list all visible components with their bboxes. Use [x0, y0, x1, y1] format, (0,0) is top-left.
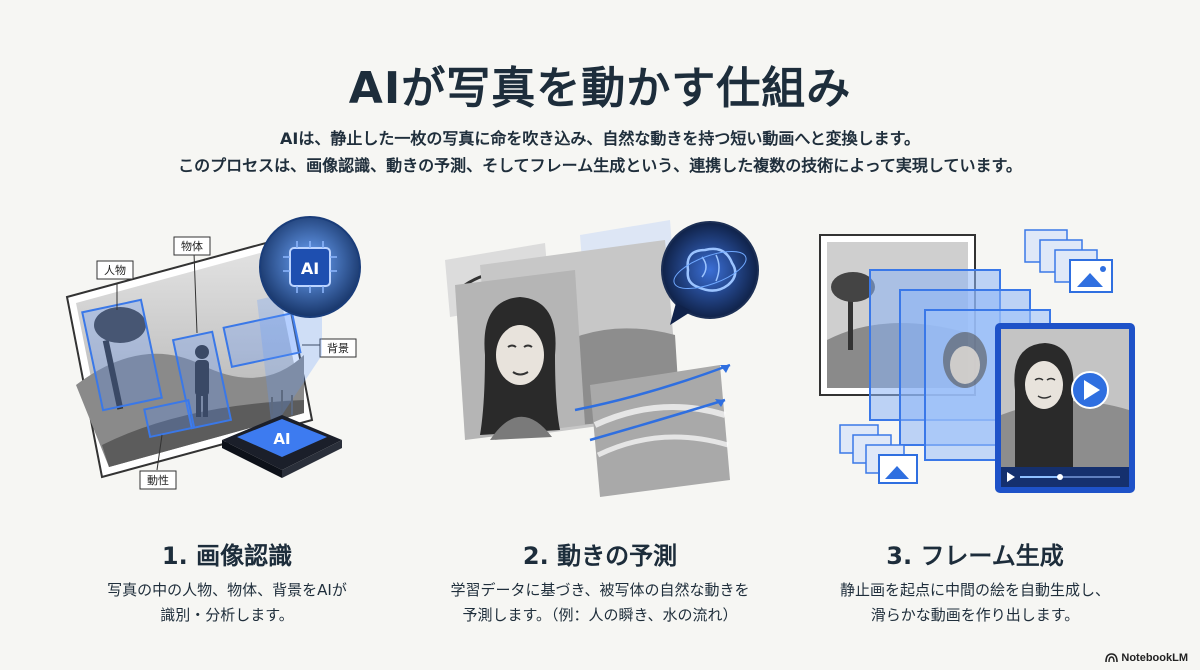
section-desc-recognition-line-1: 写真の中の人物、物体、背景をAIが: [107, 581, 347, 599]
section-desc-recognition-line-2: 識別・分析します。: [160, 606, 294, 624]
section-desc-prediction-line-1: 学習データに基づき、被写体の自然な動きを: [450, 581, 750, 599]
woman-portrait-icon: [943, 332, 987, 388]
notebooklm-logo-icon: [1105, 653, 1119, 663]
image-thumbnails-icon: [1024, 229, 1113, 293]
tag-object: 物体: [181, 239, 203, 253]
notebooklm-logo: NotebookLM: [1105, 652, 1188, 664]
woman-portrait-icon: [480, 297, 560, 440]
tag-person: 人物: [104, 263, 126, 277]
section-desc-frame-generation-line-2: 滑らかな動画を作り出します。: [870, 606, 1080, 624]
page-title: AIが写真を動かす仕組み: [348, 63, 852, 114]
image-thumbnails-icon: [839, 424, 918, 484]
section-title-recognition: 1. 画像認識: [161, 542, 293, 570]
brain-icon: [661, 221, 759, 325]
tag-background: 背景: [327, 341, 349, 355]
section-title-prediction: 2. 動きの予測: [522, 542, 678, 570]
tree-icon: [831, 272, 875, 350]
tag-motion: 動性: [147, 473, 169, 487]
subtitle-line-2: このプロセスは、画像認識、動きの予測、そしてフレーム生成という、連携した複数の技…: [178, 156, 1022, 175]
frame-generation-illustration: [819, 229, 1135, 493]
section-title-frame-generation: 3. フレーム生成: [886, 542, 1064, 570]
logo-text: NotebookLM: [1121, 652, 1188, 664]
section-desc-frame-generation-line-1: 静止画を起点に中間の絵を自動生成し、: [839, 581, 1110, 599]
image-recognition-illustration: 人物 物体 背景 動性 AI AI: [65, 216, 361, 490]
section-desc-prediction-line-2: 予測します。（例：人の瞬き、水の流れ）: [462, 606, 738, 624]
ai-circuit-icon: AI: [259, 216, 361, 318]
ai-chip-icon: AI: [222, 390, 342, 478]
ai-label-top: AI: [301, 259, 319, 278]
video-player-icon: [995, 323, 1135, 493]
subtitle-line-1: AIは、静止した一枚の写真に命を吹き込み、自然な動きを持つ短い動画へと変換します…: [280, 129, 920, 148]
person-silhouette-icon: [195, 345, 209, 417]
tree-icon: [94, 307, 146, 410]
ai-label-bottom: AI: [273, 430, 290, 448]
motion-prediction-illustration: [445, 220, 759, 497]
